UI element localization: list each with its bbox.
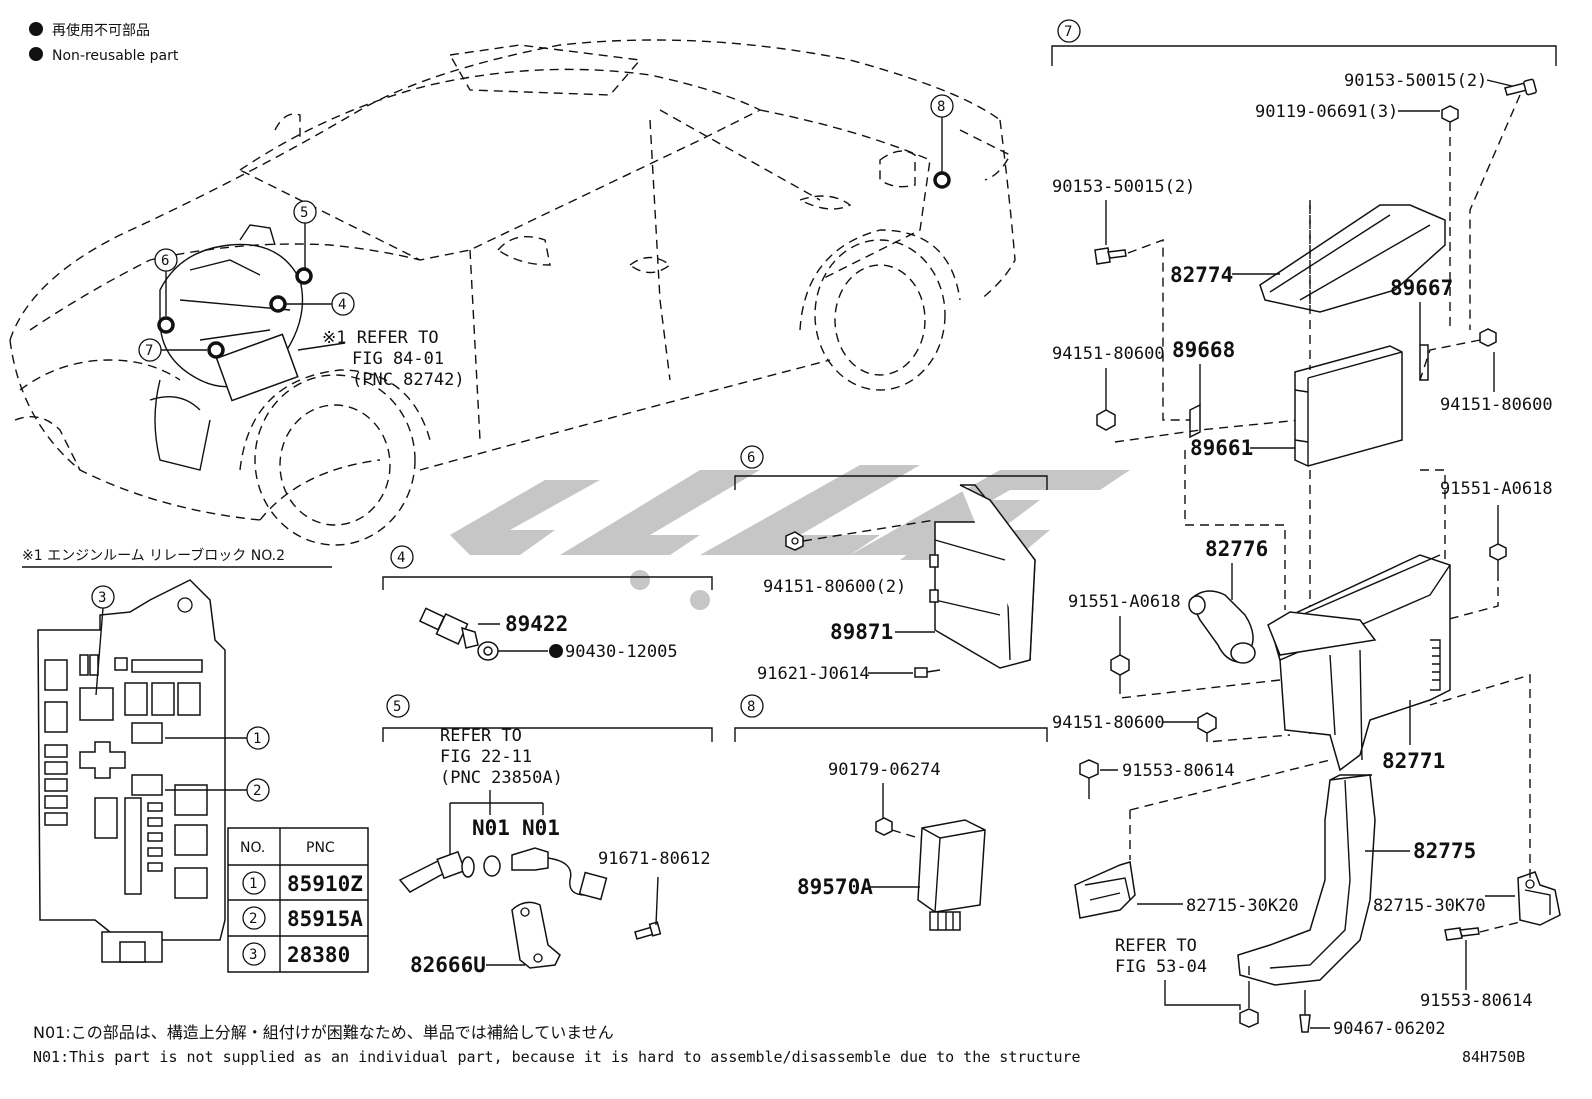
location-marker-7 xyxy=(207,341,225,359)
footer-note-en: N01:This part is not supplied as an indi… xyxy=(33,1048,1081,1066)
table-row-pnc: 85910Z xyxy=(287,872,363,896)
reference-note-line1: ※1 REFER TO xyxy=(322,328,439,348)
reference-note-line3: (PNC 82742) xyxy=(352,370,465,390)
part-82771: 82771 xyxy=(1382,749,1445,773)
non-reusable-dot-icon xyxy=(549,644,563,658)
part-90119-06691-3: 90119-06691(3) xyxy=(1255,102,1398,122)
location-marker-6 xyxy=(157,316,175,334)
part-82776: 82776 xyxy=(1205,537,1268,561)
diagram-code: 84H750B xyxy=(1462,1048,1525,1066)
car-illustration xyxy=(9,39,1016,546)
refer-fig-label: FIG 22-11 xyxy=(440,747,532,767)
table-row-pnc: 28380 xyxy=(287,943,350,967)
car-callouts: 5 6 4 7 8 ※1 REFER TO FIG 84-01 (PNC 827… xyxy=(138,94,954,390)
callout-tag-5-label: 5 xyxy=(300,205,308,221)
part-91621-j0614: 91621-J0614 xyxy=(757,664,870,684)
box-82771 xyxy=(1267,554,1451,772)
cover-82774 xyxy=(1259,204,1446,313)
group-7-tag: 7 xyxy=(1064,24,1072,40)
relay-block-title: ※1 エンジンルーム リレーブロック NO.2 xyxy=(22,547,285,564)
part-94151-80600-right: 94151-80600 xyxy=(1440,395,1553,415)
part-n01: N01 xyxy=(472,816,510,840)
refer-pnc-label: (PNC 23850A) xyxy=(440,768,563,788)
part-82775: 82775 xyxy=(1413,839,1476,863)
part-90467-06202: 90467-06202 xyxy=(1333,1019,1446,1039)
part-90153-50015-2-left: 90153-50015(2) xyxy=(1052,177,1195,197)
part-89422: 89422 xyxy=(505,612,568,636)
part-90430-12005: 90430-12005 xyxy=(565,642,678,662)
group-6-tag: 6 xyxy=(747,450,755,466)
legend-en: Non-reusable part xyxy=(52,48,179,64)
relay-callout-2-label: 2 xyxy=(253,783,261,799)
part-94151-80600-mid: 94151-80600 xyxy=(1052,713,1165,733)
duct-82775 xyxy=(1237,774,1376,986)
callout-tag-6-label: 6 xyxy=(161,253,169,269)
part-91553-80614-left: 91553-80614 xyxy=(1122,761,1235,781)
part-91551-a0618-right: 91551-A0618 xyxy=(1440,479,1553,499)
part-82774: 82774 xyxy=(1170,263,1233,287)
table-header-no: NO. xyxy=(240,840,265,856)
location-marker-8 xyxy=(933,171,951,189)
table-row-pnc: 85915A xyxy=(287,907,363,931)
legend-jp: 再使用不可部品 xyxy=(52,22,150,39)
footer-note-jp: N01:この部品は、構造上分解・組付けが困難なため、単品では補給していません xyxy=(33,1023,614,1042)
callout-tag-4-label: 4 xyxy=(338,297,346,313)
part-89871: 89871 xyxy=(830,620,893,644)
part-91553-80614-right: 91553-80614 xyxy=(1420,991,1533,1011)
part-89667: 89667 xyxy=(1390,276,1453,300)
part-94151-80600-2: 94151-80600(2) xyxy=(763,577,906,597)
part-94151-80600-left: 94151-80600 xyxy=(1052,344,1165,364)
footer: N01:この部品は、構造上分解・組付けが困難なため、単品では補給していません N… xyxy=(33,1023,1525,1066)
bracket-82715-30k70 xyxy=(1517,871,1561,926)
relay-callout-1-label: 1 xyxy=(253,731,261,747)
relay-block-section: ※1 エンジンルーム リレーブロック NO.2 3 xyxy=(22,547,369,973)
part-89570a: 89570A xyxy=(797,875,873,899)
part-91671-80612: 91671-80612 xyxy=(598,849,711,869)
callout-tag-8-label: 8 xyxy=(937,99,945,115)
pnc-table: NO. PNC 1 85910Z 2 85915A 3 28380 xyxy=(227,827,369,973)
part-n01: N01 xyxy=(522,816,560,840)
sensor-89422 xyxy=(418,607,479,649)
part-90179-06274: 90179-06274 xyxy=(828,760,941,780)
part-82715-30k70: 82715-30K70 xyxy=(1373,896,1486,916)
group-8-tag: 8 xyxy=(747,699,755,715)
refer-fig-label: FIG 53-04 xyxy=(1115,957,1207,977)
non-reusable-dot-icon xyxy=(29,22,43,36)
group-5-tag: 5 xyxy=(393,699,401,715)
table-row-no: 1 xyxy=(249,876,257,892)
group-6: 6 94151-80600(2) 89871 91621-J0614 xyxy=(734,445,1048,684)
refer-to-label: REFER TO xyxy=(1115,936,1197,956)
ecu-89661 xyxy=(1294,345,1403,467)
group-4-tag: 4 xyxy=(397,550,405,566)
module-89570a xyxy=(917,819,986,931)
part-89668: 89668 xyxy=(1172,338,1235,362)
module-89871 xyxy=(929,484,1036,669)
refer-to-label: REFER TO xyxy=(440,726,522,746)
location-marker-5 xyxy=(295,267,313,285)
part-82666u: 82666U xyxy=(410,953,486,977)
table-row-no: 3 xyxy=(249,947,257,963)
relay-callout-3-label: 3 xyxy=(98,590,106,606)
part-82715-30k20: 82715-30K20 xyxy=(1186,896,1299,916)
table-row-no: 2 xyxy=(249,911,257,927)
reference-note-line2: FIG 84-01 xyxy=(352,349,444,369)
part-89661: 89661 xyxy=(1190,436,1253,460)
group-8: 8 90179-06274 89570A xyxy=(734,694,1048,931)
part-90153-50015-2-top: 90153-50015(2) xyxy=(1344,71,1487,91)
non-reusable-dot-icon xyxy=(29,47,43,61)
group-4: 4 89422 90430-12005 xyxy=(382,545,713,662)
part-91551-a0618-left: 91551-A0618 xyxy=(1068,592,1181,612)
group-7: 7 90153-50015(2) 90119-06691(3) 90153-50… xyxy=(1051,19,1561,1039)
location-marker-4 xyxy=(269,295,287,313)
bracket-82715-30k20 xyxy=(1074,861,1136,919)
legend: 再使用不可部品 Non-reusable part xyxy=(29,22,179,64)
group-5: 5 REFER TO FIG 22-11 (PNC 23850A) N01 N0… xyxy=(382,694,713,977)
callout-tag-7-label: 7 xyxy=(145,343,153,359)
table-header-pnc: PNC xyxy=(306,840,335,856)
